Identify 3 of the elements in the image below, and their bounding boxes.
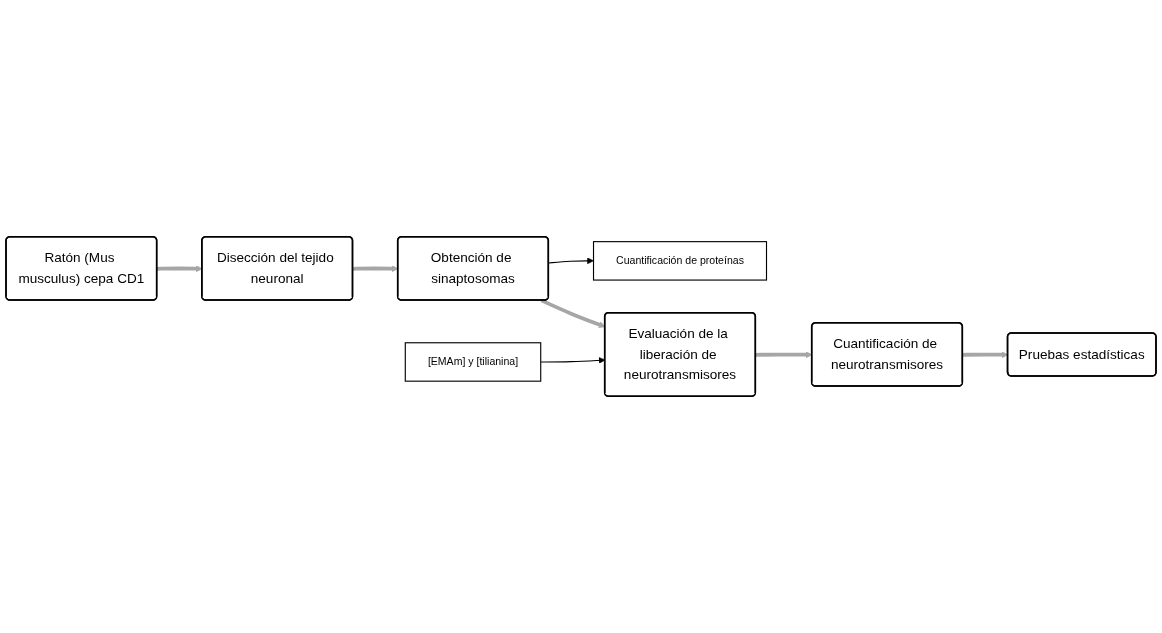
node-box: [EMAm] y [tilianina] bbox=[404, 342, 542, 382]
node-box: Cuantificación de proteínas bbox=[592, 241, 768, 281]
arrow bbox=[548, 257, 594, 265]
